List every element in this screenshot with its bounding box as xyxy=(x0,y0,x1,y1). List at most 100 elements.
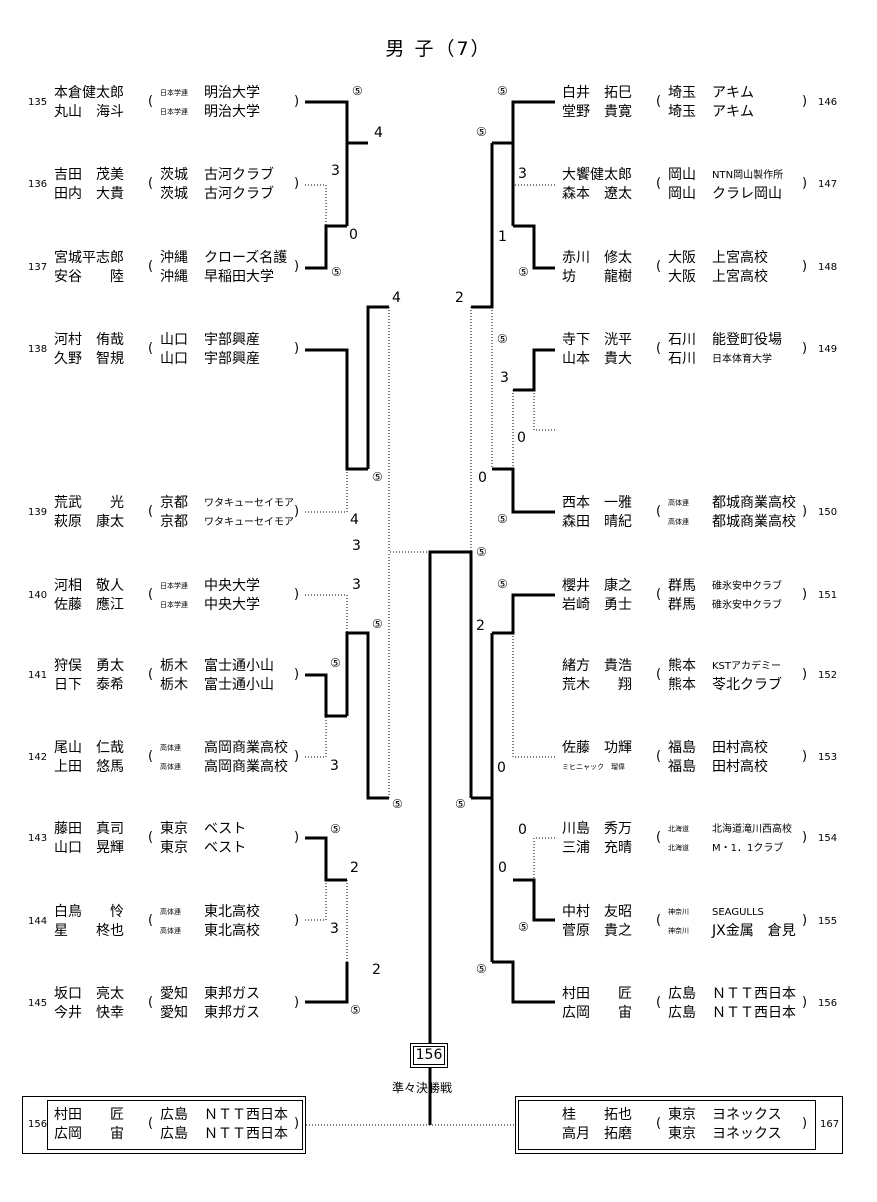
affiliation: 古河クラブ xyxy=(204,167,274,183)
match-score: 3 xyxy=(352,577,361,593)
paren-close: ) xyxy=(802,830,808,845)
player-name: 佐藤 應江 xyxy=(54,597,124,613)
entry-number: 147 xyxy=(818,179,838,190)
match-score: 2 xyxy=(350,860,359,876)
prefecture: 埼玉 xyxy=(668,85,696,101)
paren-close: ) xyxy=(294,341,300,356)
affiliation: ＮＴＴ西日本 xyxy=(712,986,796,1002)
match-score: 3 xyxy=(352,538,361,554)
entry-number: 154 xyxy=(818,833,838,844)
final-left-inner xyxy=(47,1100,303,1150)
paren-open: ( xyxy=(148,176,154,191)
player-name: 西本 一雅 xyxy=(562,495,632,511)
paren-close: ) xyxy=(294,587,300,602)
match-score: ⑤ xyxy=(518,920,529,934)
prefecture: 群馬 xyxy=(668,597,696,613)
bracket-line-dotted xyxy=(533,390,555,431)
paren-open: ( xyxy=(656,995,662,1010)
match-score: ⑤ xyxy=(455,797,466,811)
player-name: 村田 匠 xyxy=(54,1107,124,1123)
match-score: ⑤ xyxy=(352,84,363,98)
prefecture: 広島 xyxy=(668,986,696,1002)
match-score: ⑤ xyxy=(476,125,487,139)
bracket-line xyxy=(513,224,555,270)
prefecture: 北海道 xyxy=(668,844,689,852)
player-name: 大饗健太郎 xyxy=(562,167,632,183)
bracket-line-dotted xyxy=(368,552,390,799)
player-name: 桂 拓也 xyxy=(562,1107,632,1123)
affiliation: 早稲田大学 xyxy=(204,269,274,285)
player-name: 萩原 康太 xyxy=(54,514,124,530)
affiliation: SEAGULLS xyxy=(712,907,764,918)
prefecture: 日本学連 xyxy=(160,89,188,97)
prefecture: 高体連 xyxy=(160,927,181,935)
prefecture: 埼玉 xyxy=(668,104,696,120)
prefecture: 岡山 xyxy=(668,167,696,183)
player-name: 坊 龍樹 xyxy=(562,269,632,285)
player-name: 広岡 宙 xyxy=(562,1005,632,1021)
player-name: 安谷 陸 xyxy=(54,269,124,285)
paren-close: ) xyxy=(294,259,300,274)
bracket-line xyxy=(305,673,347,718)
prefecture: 京都 xyxy=(160,514,188,530)
affiliation: 能登町役場 xyxy=(712,332,782,348)
match-score: 0 xyxy=(518,822,527,838)
bracket-line-dotted xyxy=(305,594,348,633)
player-name: 上田 悠馬 xyxy=(54,759,124,775)
paren-open: ( xyxy=(148,913,154,928)
paren-close: ) xyxy=(294,1116,300,1131)
match-score: 3 xyxy=(500,370,509,386)
affiliation: 日本体育大学 xyxy=(712,354,772,365)
entry-number: 156 xyxy=(28,1119,48,1130)
bracket-line-dotted xyxy=(305,716,327,758)
entry-number: 141 xyxy=(28,670,48,681)
affiliation: NTN岡山製作所 xyxy=(712,170,784,181)
bracket-line xyxy=(305,100,368,145)
entry-number: 144 xyxy=(28,916,48,927)
affiliation: 田村高校 xyxy=(712,759,768,775)
prefecture: 東京 xyxy=(668,1107,696,1123)
match-score: 3 xyxy=(331,163,340,179)
paren-open: ( xyxy=(656,667,662,682)
affiliation: 宇部興産 xyxy=(204,332,260,348)
match-score: 0 xyxy=(497,760,506,776)
bracket-line xyxy=(428,550,473,1043)
entry-number: 140 xyxy=(28,590,48,601)
affiliation: ヨネックス xyxy=(712,1126,782,1142)
round-label: 準々決勝戦 xyxy=(392,1081,453,1095)
prefecture: 日本学連 xyxy=(160,582,188,590)
final-right-box xyxy=(515,1096,843,1154)
bracket-line-dotted xyxy=(512,184,555,226)
match-score: 4 xyxy=(392,290,401,306)
affiliation: 古河クラブ xyxy=(204,186,274,202)
final-right-inner xyxy=(518,1100,816,1150)
paren-close: ) xyxy=(802,504,808,519)
entry-number: 135 xyxy=(28,97,48,108)
paren-close: ) xyxy=(294,995,300,1010)
paren-close: ) xyxy=(294,667,300,682)
match-score: ⑤ xyxy=(476,962,487,976)
paren-open: ( xyxy=(656,587,662,602)
entry-number: 151 xyxy=(818,590,838,601)
entry-number: 152 xyxy=(818,670,838,681)
affiliation: 東北高校 xyxy=(204,923,260,939)
player-name: 寺下 洸平 xyxy=(562,332,632,348)
entry-number: 145 xyxy=(28,998,48,1009)
bracket-line xyxy=(345,631,389,800)
bracket-line-dotted xyxy=(305,184,327,226)
player-name: 藤田 真司 xyxy=(54,821,124,837)
prefecture: 茨城 xyxy=(160,186,188,202)
match-score: 1 xyxy=(498,229,507,245)
paren-open: ( xyxy=(148,667,154,682)
prefecture: 神奈川 xyxy=(668,927,689,935)
entry-number: 148 xyxy=(818,262,838,273)
affiliation: 高岡商業高校 xyxy=(204,740,288,756)
prefecture: 石川 xyxy=(668,332,696,348)
prefecture: 東京 xyxy=(160,821,188,837)
paren-close: ) xyxy=(294,504,300,519)
paren-close: ) xyxy=(802,94,808,109)
affiliation: JX金属 倉見 xyxy=(712,923,796,939)
prefecture: 高体連 xyxy=(668,499,689,507)
player-name: 森田 晴紀 xyxy=(562,514,632,530)
entry-number: 155 xyxy=(818,916,838,927)
